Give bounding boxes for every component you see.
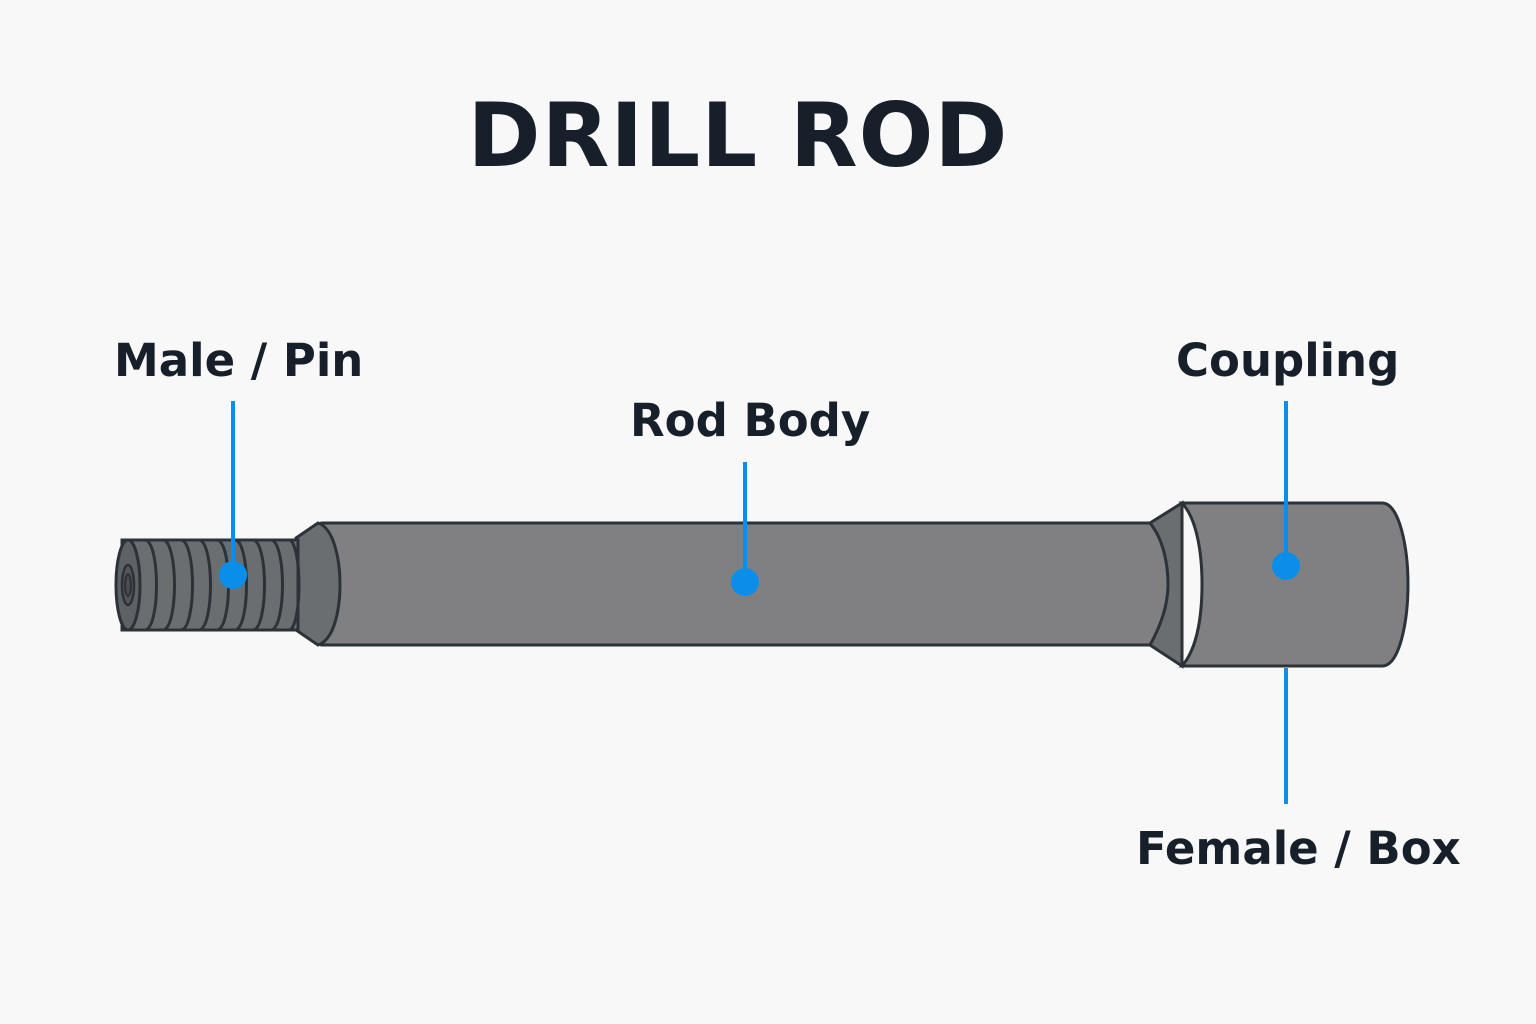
coupling-marker-dot	[1272, 552, 1300, 580]
diagram-title: DRILL ROD	[467, 84, 1009, 187]
label-rod-body: Rod Body	[630, 394, 871, 447]
label-coupling: Coupling	[1176, 334, 1400, 387]
label-female-box: Female / Box	[1136, 822, 1461, 875]
coupling-shape	[1178, 501, 1410, 668]
male-pin-marker-dot	[219, 561, 247, 589]
threaded-pin	[114, 538, 301, 632]
rod-body-marker-dot	[731, 568, 759, 596]
coupling-shoulder-shape	[1147, 500, 1184, 669]
drill-rod	[114, 500, 1410, 669]
pin-shoulder-shape	[294, 521, 342, 647]
label-male-pin: Male / Pin	[114, 334, 364, 387]
